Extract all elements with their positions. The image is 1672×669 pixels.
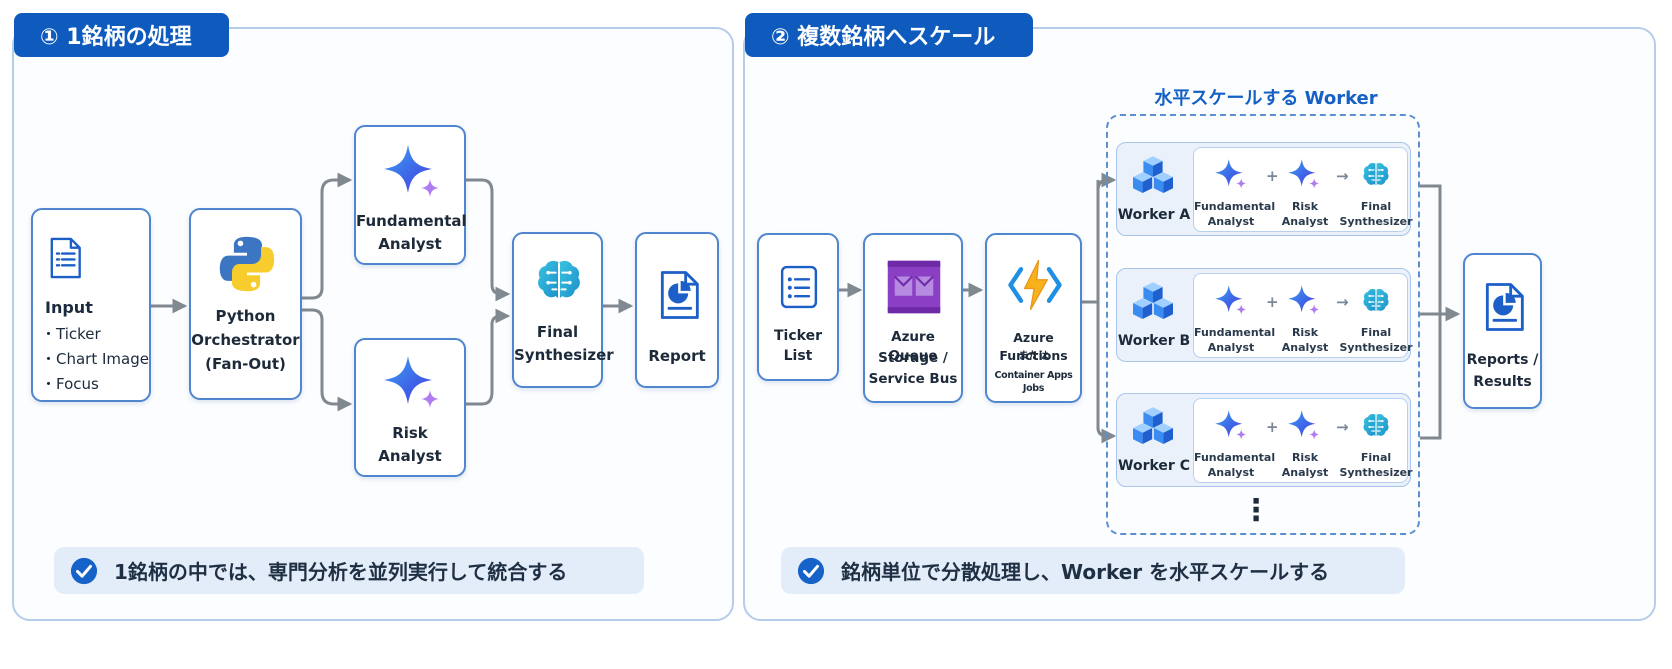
cube-stack-icon (1129, 153, 1177, 201)
functions-line1: Azure Functions (999, 330, 1068, 363)
ticker-list-label: Ticker List (774, 328, 822, 364)
panel2-note-text: 銘柄単位で分散処理し、Worker を水平スケールする (841, 560, 1330, 584)
panel1-note: 1銘柄の中では、専門分析を並列実行して統合する (54, 547, 644, 594)
functions-card: Azure Functions または Container Apps Jobs (985, 233, 1082, 403)
synth-line2: Synthesizer (514, 346, 614, 364)
worker-name-b: Worker B (1117, 333, 1191, 349)
cube-stack-icon (1129, 279, 1177, 327)
queue-line1: Azure Queue (888, 329, 938, 364)
brain-icon (1360, 411, 1392, 441)
plus-operator: + (1266, 293, 1279, 311)
fundamental-line2: Analyst (378, 235, 442, 253)
arrow-workers-to-results (1420, 184, 1442, 440)
list-icon (776, 259, 822, 315)
arrow-orchestrator-to-fundamental (302, 172, 353, 300)
functions-line3: Container Apps Jobs (994, 370, 1073, 395)
panel1-note-text: 1銘柄の中では、専門分析を並列実行して統合する (114, 560, 568, 584)
arrow-functions-to-workers (1082, 180, 1100, 304)
input-card: Input ・Ticker ・Chart Image ・Focus (31, 208, 151, 402)
brain-icon (1360, 160, 1392, 190)
worker-region (1106, 114, 1420, 535)
report-label: Report (648, 347, 706, 365)
arrow-risk-to-synth (466, 308, 511, 406)
ticker-list-card: Ticker List (757, 233, 839, 381)
report-card: Report (635, 232, 719, 388)
risk-line1: Risk (392, 424, 428, 442)
arrow-fundamental-to-synth (466, 178, 511, 302)
orchestrator-line1: Python (215, 307, 276, 325)
plus-operator: + (1266, 418, 1279, 436)
queue-envelope-icon (885, 259, 943, 315)
input-title: Input (45, 298, 93, 317)
panel2-title: ② 複数銘柄へスケール (745, 13, 1033, 57)
orchestrator-line3: (Fan-Out) (205, 355, 286, 373)
plus-operator: + (1266, 167, 1279, 185)
functions-line2: または (1018, 351, 1049, 362)
ai-sparkle-icon (1214, 409, 1248, 443)
final-synthesizer-card: Final Synthesizer (512, 232, 614, 388)
ai-sparkle-icon (1214, 158, 1248, 192)
synth-line1: Final (536, 323, 579, 341)
worker-name-c: Worker C (1118, 458, 1190, 474)
arrow-orchestrator-to-risk (302, 308, 353, 412)
ai-sparkle-icon (1287, 409, 1321, 443)
orchestrator-card: Python Orchestrator (Fan-Out) (189, 208, 302, 400)
risk-analyst-card: Risk Analyst (354, 338, 466, 477)
arrow-operator: → (1336, 293, 1349, 311)
results-line1: Reports / (1466, 352, 1539, 368)
orchestrator-line2: Orchestrator (191, 331, 300, 349)
input-item-ticker: ・Ticker (41, 325, 101, 343)
fundamental-line1: Fundamental (356, 212, 467, 230)
ai-sparkle-icon (1214, 284, 1248, 318)
fundamental-analyst-card: Fundamental Analyst (354, 125, 467, 265)
panel1-title-text: ① 1銘柄の処理 (40, 25, 192, 50)
worker-region-title: 水平スケールする Worker (1154, 88, 1378, 109)
check-icon (797, 557, 825, 585)
worker-name-a: Worker A (1117, 207, 1191, 223)
ai-sparkle-icon (1287, 158, 1321, 192)
input-item-focus: ・Focus (41, 375, 99, 393)
risk-line2: Analyst (378, 447, 442, 465)
azure-functions-icon (1007, 257, 1063, 313)
queue-line3: Service Bus (868, 371, 958, 387)
queue-card: Azure Queue Storage / Service Bus (863, 233, 963, 403)
ai-sparkle-icon (1287, 284, 1321, 318)
brain-icon (1360, 286, 1392, 316)
results-card: Reports / Results (1463, 253, 1542, 409)
panel2-title-text: ② 複数銘柄へスケール (771, 25, 996, 50)
panel1-title: ① 1銘柄の処理 (14, 13, 229, 57)
cube-stack-icon (1129, 404, 1177, 452)
reports-icon (1479, 275, 1529, 339)
panel2-note: 銘柄単位で分散処理し、Worker を水平スケールする (781, 547, 1405, 594)
queue-line2: Storage / (878, 350, 948, 366)
results-line2: Results (1473, 374, 1532, 390)
more-workers-ellipsis: ⋮ (1241, 493, 1271, 528)
arrow-operator: → (1336, 418, 1349, 436)
input-item-chart-image: ・Chart Image (41, 350, 149, 368)
arrow-operator: → (1336, 167, 1349, 185)
